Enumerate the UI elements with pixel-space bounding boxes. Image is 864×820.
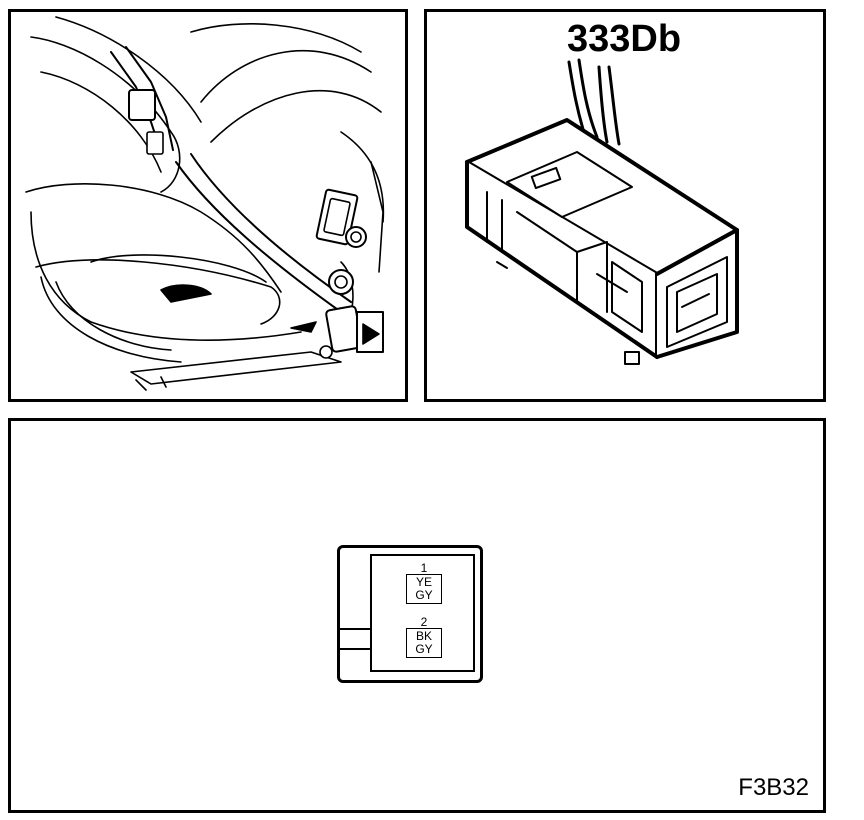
pin-1: 1 YE GY (406, 562, 442, 604)
pin-number: 2 (420, 615, 428, 629)
seat-illustration-panel (8, 9, 408, 402)
connector-label: 333Db (567, 18, 682, 60)
pin-wire-colors: YE GY (406, 574, 442, 604)
connector-cavity: 1 YE GY 2 BK GY (370, 554, 475, 672)
connector-illustration-panel: 333Db (424, 9, 826, 402)
figure-code: F3B32 (738, 774, 809, 801)
seat-drawing (25, 16, 385, 391)
pin-number: 1 (420, 561, 428, 575)
pin-color-primary: YE (415, 575, 432, 589)
connector-key-line (340, 628, 370, 630)
pin-color-primary: BK (415, 629, 432, 643)
pin-color-secondary: GY (415, 588, 433, 602)
pin-2: 2 BK GY (406, 616, 442, 658)
connector-drawing (465, 58, 739, 365)
pin-color-secondary: GY (415, 642, 433, 656)
connector-face: 1 YE GY 2 BK GY (337, 545, 483, 683)
connector-key-line (340, 648, 370, 650)
pinout-panel: 1 YE GY 2 BK GY F3B32 (8, 418, 826, 813)
pin-wire-colors: BK GY (406, 628, 442, 658)
